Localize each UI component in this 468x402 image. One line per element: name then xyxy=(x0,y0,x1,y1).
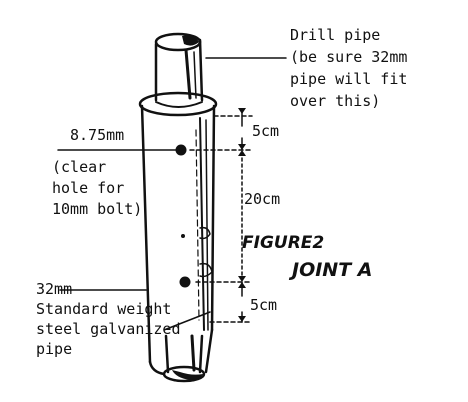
dimension-lines xyxy=(189,108,253,323)
drill-pipe-label-line2: (be sure 32mm xyxy=(290,48,407,66)
figure-subtitle: JOINT A xyxy=(288,259,372,281)
bolt-hole-note-line1: (clear xyxy=(52,158,106,176)
outer-pipe-note-line1: Standard weight xyxy=(36,300,171,318)
drill-pipe-label-line4: over this) xyxy=(290,92,380,110)
bolt-hole-note-line3: 10mm bolt) xyxy=(52,200,142,218)
side-bolt-details xyxy=(199,226,213,278)
leader-lines xyxy=(57,57,287,331)
outer-pipe xyxy=(138,91,218,376)
dim-middle-label: 20cm xyxy=(244,190,280,208)
outer-pipe-note-line2: steel galvanized xyxy=(36,320,181,338)
outer-pipe-note-line3: pipe xyxy=(36,340,72,358)
dim-top-label: 5cm xyxy=(252,122,279,140)
bolt-hole-note-line2: hole for xyxy=(52,179,124,197)
drill-pipe-bottom xyxy=(162,334,206,383)
drill-pipe-top xyxy=(154,32,204,102)
middle-mark xyxy=(181,234,185,238)
upper-bolt-hole xyxy=(175,144,187,156)
bolt-hole-size-label: 8.75mm xyxy=(70,126,124,144)
drill-pipe-label-line1: Drill pipe xyxy=(290,26,380,44)
figure-title: FIGURE2 xyxy=(242,233,324,253)
outer-pipe-size-label: 32mm xyxy=(36,280,72,298)
lower-bolt-hole xyxy=(179,276,191,288)
dim-bottom-label: 5cm xyxy=(250,296,277,314)
drill-pipe-label-line3: pipe will fit xyxy=(290,70,407,88)
